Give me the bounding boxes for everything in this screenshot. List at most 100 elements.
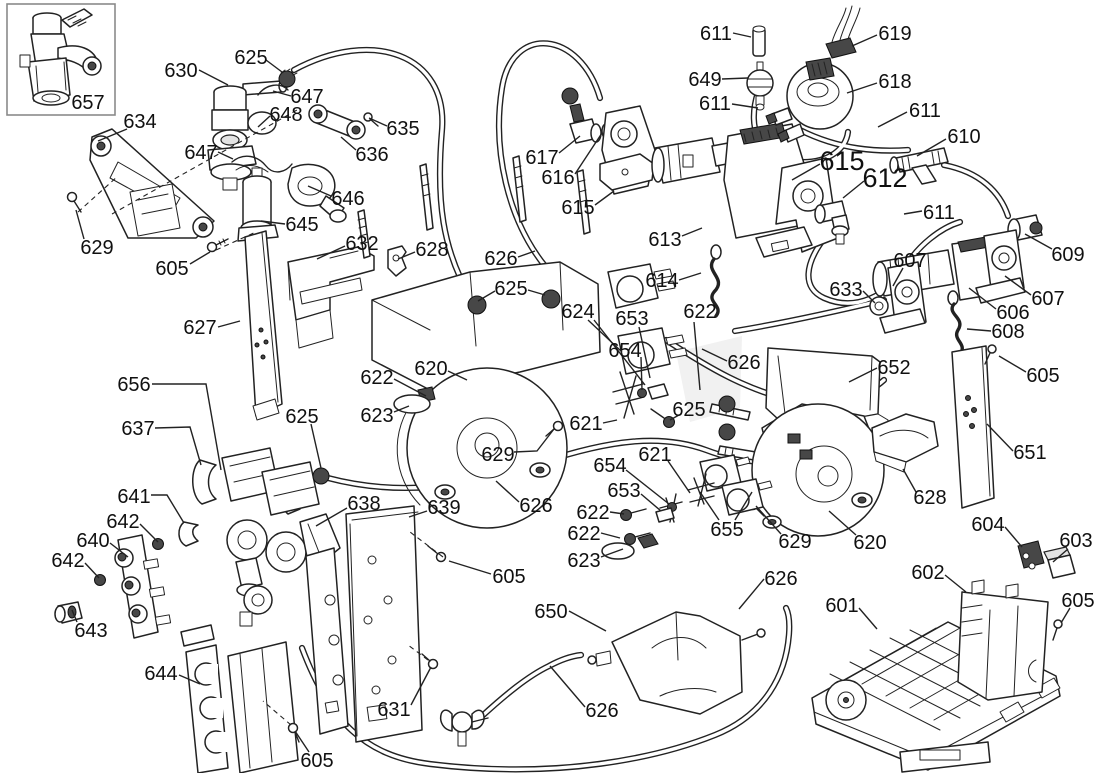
thermostats-624 [607, 263, 688, 375]
inset-pump-assembly [6, 3, 116, 116]
callout-634: 634 [123, 111, 156, 133]
clip-641 [178, 521, 199, 547]
leader-line [848, 367, 878, 383]
leader-line [640, 356, 643, 391]
leader-line [678, 272, 702, 281]
callout-613: 613 [648, 229, 681, 251]
leader-line [851, 34, 878, 47]
leader-line [568, 610, 607, 632]
fork-retainer-653-lower [655, 473, 715, 523]
check-valve-649 [746, 61, 774, 111]
leader-line [944, 574, 967, 593]
leader-line [558, 135, 581, 154]
nut-625-cluster [312, 467, 330, 485]
leader-line [257, 115, 271, 128]
callout-647-b: 647 [184, 142, 217, 164]
leader-line [393, 378, 427, 397]
callout-620-a: 620 [414, 358, 447, 380]
leader-line [625, 469, 670, 505]
leader-line [198, 69, 229, 86]
leader-line [315, 507, 348, 527]
leader-line [828, 510, 857, 536]
callout-641: 641 [117, 486, 150, 508]
callout-640: 640 [76, 530, 109, 552]
leader-line [1052, 548, 1069, 563]
leader-line [862, 290, 876, 304]
leader-line [693, 321, 701, 391]
callout-625-c: 625 [672, 399, 705, 421]
callout-623-b: 623 [567, 550, 600, 572]
callout-653-a: 653 [615, 308, 648, 330]
leader-line [903, 210, 923, 215]
callout-611-a: 611 [700, 23, 732, 45]
gasket-647 [231, 155, 293, 173]
screw-631 [421, 653, 439, 670]
screw-625-horizontal [650, 408, 675, 428]
deflector-628-right [871, 413, 939, 473]
callout-648: 648 [269, 104, 302, 126]
plate-639 [345, 505, 423, 743]
leader-line [447, 370, 468, 381]
callout-609: 609 [1051, 244, 1084, 266]
screw-605-651 [987, 344, 997, 354]
pressure-switch-618 [765, 57, 854, 143]
callout-617: 617 [525, 147, 558, 169]
callout-638: 638 [347, 493, 380, 515]
callout-654-a: 654 [608, 340, 641, 362]
callout-626-c: 626 [585, 700, 618, 722]
leader-line [71, 609, 78, 623]
callout-621-b: 621 [638, 444, 671, 466]
spring-clip-647 [257, 84, 289, 96]
clamp-637 [192, 459, 217, 505]
leader-line [738, 578, 765, 610]
callout-605-d: 605 [1061, 590, 1094, 612]
connector-604 [1017, 540, 1045, 570]
leader-line [669, 414, 680, 421]
vibration-pump-606 [869, 229, 1026, 356]
callout-618: 618 [878, 71, 911, 93]
callout-657: 657 [71, 92, 104, 114]
callout-642-a: 642 [106, 511, 139, 533]
callout-604: 604 [971, 514, 1004, 536]
leader-line [594, 190, 615, 206]
callout-608: 608 [991, 321, 1024, 343]
leader-line [549, 665, 586, 708]
leader-line [84, 562, 100, 579]
callout-622-c: 622 [576, 502, 609, 524]
callout-643: 643 [74, 620, 107, 642]
leader-line [966, 328, 992, 332]
leader-line [178, 674, 201, 685]
leader-line [600, 548, 624, 558]
leader-line [407, 644, 429, 661]
leader-line [262, 700, 292, 726]
tube-piece-611 [752, 25, 766, 57]
leader-line [513, 428, 555, 453]
callout-615-a: 615 [561, 197, 594, 219]
callout-642-b: 642 [51, 550, 84, 572]
washer-642-lower [94, 574, 106, 586]
leader-line [1004, 526, 1023, 548]
leader-line [448, 560, 492, 575]
callout-622-a: 622 [683, 301, 716, 323]
callout-626-a: 626 [484, 248, 517, 270]
screw-605-bottomright [1052, 619, 1063, 641]
wire-614 [710, 244, 722, 318]
leader-line [409, 531, 444, 558]
callout-646: 646 [331, 188, 364, 210]
leader-line [151, 494, 185, 524]
screw-605-topleft [206, 238, 229, 253]
leader-line [215, 231, 257, 251]
callout-635: 635 [386, 118, 419, 140]
leader-line [699, 491, 720, 521]
leader-line [587, 319, 623, 353]
leader-line [75, 209, 85, 240]
bracket-plate-627 [244, 230, 283, 421]
leader-line [97, 128, 128, 142]
callout-624: 624 [561, 301, 594, 323]
leader-line [410, 666, 432, 706]
callout-615-b: 615 [819, 146, 864, 176]
clamp-ring-motor-bottom [718, 423, 736, 441]
screw-605-plate [427, 545, 447, 563]
callout-626-e: 626 [764, 568, 797, 590]
